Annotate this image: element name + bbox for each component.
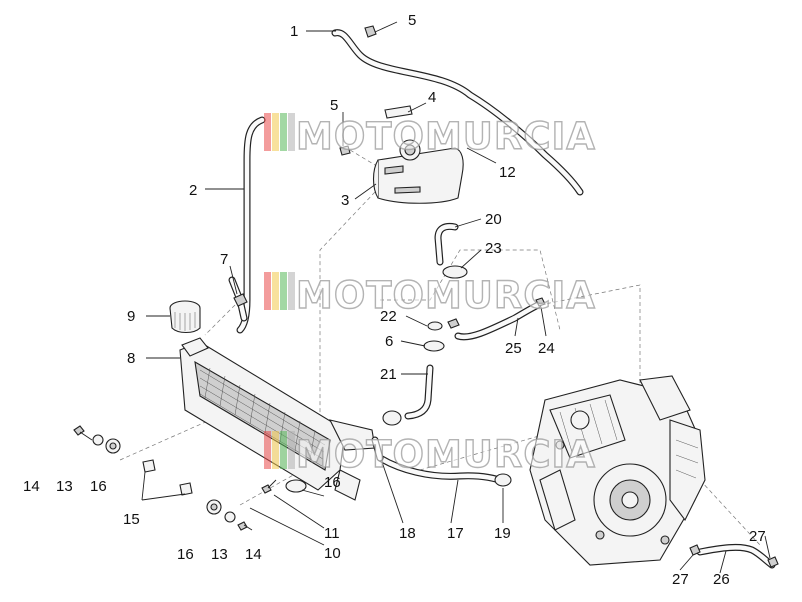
tank-cap-bracket [384, 105, 413, 119]
callout-15: 15 [123, 511, 140, 528]
coolant-hose-upper [423, 222, 468, 352]
bypass-hose [454, 297, 546, 341]
callout-14-left: 14 [23, 478, 40, 495]
callout-11: 11 [324, 525, 340, 542]
callout-16-left: 16 [90, 478, 107, 495]
overflow-hose [228, 116, 266, 334]
callout-1: 1 [290, 23, 298, 40]
callout-17: 17 [447, 525, 464, 542]
radiator-core-mesh [199, 367, 326, 467]
callout-25: 25 [505, 340, 522, 357]
callout-24: 24 [538, 340, 555, 357]
radiator-cap [169, 300, 201, 334]
callout-20: 20 [485, 211, 502, 228]
watermark-text: MOTOMURCIA [296, 274, 596, 317]
breather-hose-upper [331, 25, 584, 196]
callout-labels: 1 5 5 4 12 2 3 20 23 7 9 22 6 25 24 8 21… [23, 12, 766, 588]
coolant-hose-lower [371, 436, 512, 487]
callout-5-tank: 5 [330, 97, 338, 114]
callout-13-bottom: 13 [211, 546, 228, 563]
callout-10: 10 [324, 545, 341, 562]
callout-26: 26 [713, 571, 730, 588]
callout-2: 2 [189, 182, 197, 199]
callout-7: 7 [220, 251, 228, 268]
expansion-tank [339, 105, 464, 204]
callout-18: 18 [399, 525, 416, 542]
callout-13-left: 13 [56, 478, 73, 495]
callout-27-left: 27 [672, 571, 689, 588]
callout-16-bottom: 16 [177, 546, 194, 563]
callout-3: 3 [341, 192, 349, 209]
callout-4: 4 [428, 89, 436, 106]
clamp-icon [364, 25, 377, 38]
clamp-icon [233, 293, 248, 307]
callout-6: 6 [385, 333, 393, 350]
callout-5-top: 5 [408, 12, 416, 29]
callout-8: 8 [127, 350, 135, 367]
callout-12: 12 [499, 164, 516, 181]
callout-16-mid: 16 [324, 474, 341, 491]
drain-hose [689, 543, 779, 569]
callout-27-right: 27 [749, 528, 766, 545]
watermark-top: MOTOMURCIA [264, 113, 596, 159]
callout-19: 19 [494, 525, 511, 542]
engine-block [529, 375, 706, 566]
callout-9: 9 [127, 308, 135, 325]
watermark-text: MOTOMURCIA [296, 115, 596, 158]
callout-21: 21 [380, 366, 397, 383]
coolant-hose-elbow [382, 364, 434, 426]
callout-14-bottom: 14 [245, 546, 262, 563]
callout-22: 22 [380, 308, 397, 325]
watermark-bottom: MOTOMURCIA [264, 431, 596, 477]
clamp-icon [339, 145, 351, 156]
callout-23: 23 [485, 240, 502, 257]
watermark-middle: MOTOMURCIA [264, 272, 596, 318]
assembly-guides [119, 149, 761, 546]
watermark-text: MOTOMURCIA [296, 433, 596, 476]
leader-lines [141, 21, 771, 574]
radiator-mounting-hardware [73, 425, 307, 531]
